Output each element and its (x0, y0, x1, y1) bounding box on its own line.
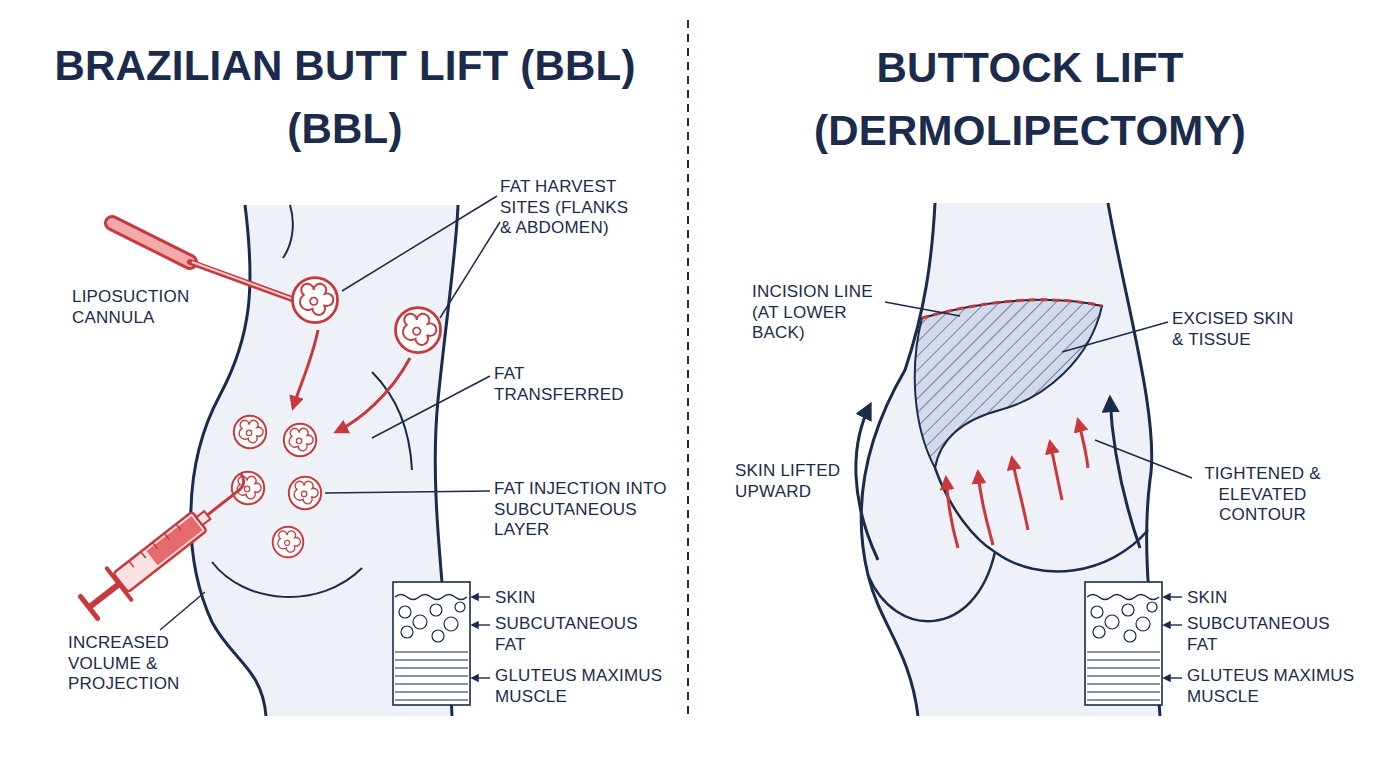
cannula-handle (112, 223, 190, 262)
body-outline (861, 203, 935, 716)
transfer-arrow (293, 330, 318, 408)
leader-line (472, 624, 490, 625)
incision-line (922, 300, 1102, 318)
leader-line (1164, 677, 1182, 678)
syringe-contents (147, 516, 203, 565)
syringe (77, 467, 261, 623)
excised-region (915, 300, 1102, 468)
layer-label: SKIN (495, 588, 645, 609)
callout-label: EXCISED SKIN & TISSUE (1172, 309, 1300, 350)
lift-arrow (946, 478, 958, 548)
syringe-plunger (91, 583, 121, 606)
fat-graft (273, 527, 304, 558)
lift-arrow (1050, 442, 1062, 500)
lift-arrow (1110, 398, 1140, 548)
leader-line (1095, 440, 1192, 478)
fat-graft (289, 477, 321, 509)
layer-label: GLUTEUS MAXIMUS MUSCLE (1187, 666, 1372, 707)
leader-line (472, 596, 490, 597)
leader-line (885, 302, 960, 316)
leader-line (160, 592, 205, 630)
transfer-arrow (336, 358, 410, 432)
callout-label: TIGHTENED & ELEVATED CONTOUR (1195, 464, 1330, 526)
callout-label: FAT TRANSFERRED (494, 364, 644, 405)
callout-label: LIPOSUCTION CANNULA (72, 287, 212, 328)
lift-arrow (1078, 420, 1088, 468)
leader-line (342, 196, 497, 291)
body-contour (283, 205, 293, 258)
callout-label: SKIN LIFTED UPWARD (735, 461, 865, 502)
callout-label: INCISION LINE (AT LOWER BACK) (752, 282, 882, 344)
tissue-inset (1085, 582, 1162, 705)
buttock-contour (212, 562, 362, 597)
layer-label: GLUTEUS MAXIMUS MUSCLE (495, 666, 680, 707)
fat-graft (234, 416, 266, 448)
leader-line (440, 222, 500, 318)
leader-line (472, 677, 490, 678)
cannula-handle (112, 223, 190, 262)
syringe-ticks (129, 524, 181, 567)
cannula-shaft (192, 262, 301, 302)
body-outline (191, 205, 266, 716)
harvest-site (293, 278, 338, 323)
panel-title: BRAZILIAN BUTT LIFT (BBL) (BBL) (25, 34, 665, 160)
syringe-needle (200, 474, 248, 515)
leader-line (1062, 322, 1168, 352)
lift-arrow (1012, 458, 1028, 530)
leader-line (1164, 624, 1182, 625)
layer-label: SUBCUTANEOUS FAT (495, 614, 645, 655)
syringe-flange (107, 568, 132, 600)
callout-label: INCREASED VOLUME & PROJECTION (68, 633, 218, 695)
fat-graft (284, 424, 316, 456)
layer-label: SKIN (1187, 588, 1337, 609)
callout-label: FAT HARVEST SITES (FLANKS & ABDOMEN) (500, 177, 635, 239)
fat-graft (232, 472, 264, 504)
leader-line (325, 491, 490, 493)
lift-arrow (978, 472, 993, 545)
layer-label: SUBCUTANEOUS FAT (1187, 614, 1337, 655)
panel-divider (687, 20, 689, 715)
leader-line (372, 376, 490, 438)
harvest-site (396, 308, 441, 353)
buttock-contour (995, 530, 1148, 571)
leader-line (1164, 596, 1182, 597)
buttock-contour (868, 552, 995, 621)
cannula-shaft (190, 262, 303, 303)
callout-label: FAT INJECTION INTO SUBCUTANEOUS LAYER (494, 479, 684, 541)
panel-title: BUTTOCK LIFT (DERMOLIPECTOMY) (780, 36, 1280, 162)
lift-arrow (856, 405, 878, 560)
tissue-inset (393, 582, 470, 705)
syringe-barrel (113, 512, 207, 592)
buttock-contour (935, 468, 995, 552)
syringe-plunger (80, 596, 97, 618)
